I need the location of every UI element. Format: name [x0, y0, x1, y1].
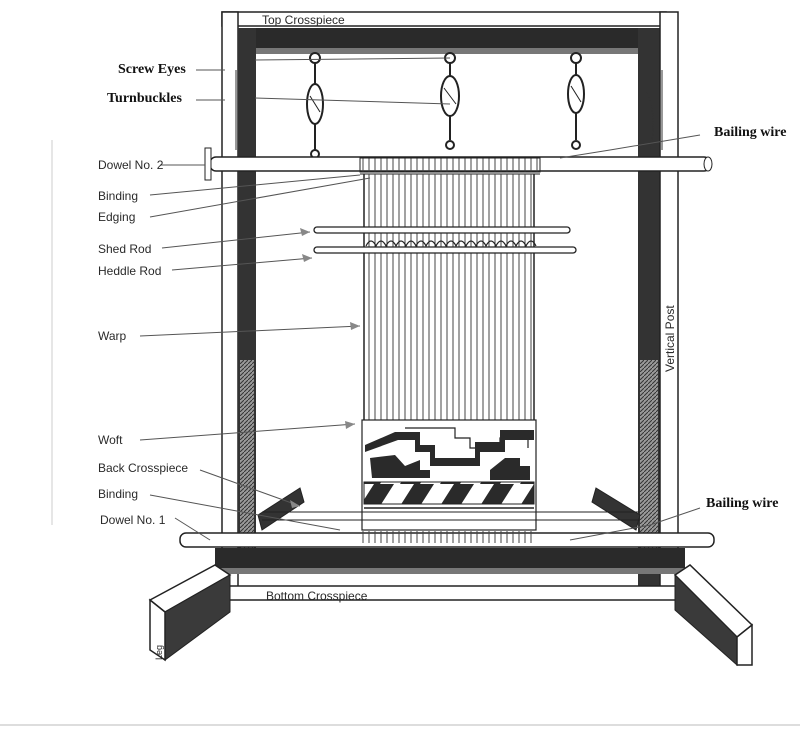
heddle-rod: [313, 246, 577, 254]
label-weft: Woft: [98, 433, 123, 447]
label-top-crosspiece: Top Crosspiece: [262, 13, 345, 27]
left-leg: [148, 564, 232, 662]
leader-arrowheads: [290, 228, 360, 508]
label-edging: Edging: [98, 210, 136, 224]
turnbuckle-chain-left: [306, 52, 324, 159]
label-leg: Leg: [154, 644, 164, 660]
label-bottom-crosspiece: Bottom Crosspiece: [266, 589, 368, 603]
top-binding: [359, 157, 541, 175]
woven-weft: [361, 419, 537, 531]
label-binding-bottom: Binding: [98, 487, 139, 501]
warp-threads: [364, 174, 534, 424]
label-bailing-wire-bottom: Bailing wire: [706, 496, 779, 511]
left-vertical-post: [221, 11, 256, 593]
top-crosspiece: [221, 11, 667, 54]
dowel-no-1: [179, 531, 715, 548]
heddle-loops: [365, 240, 537, 248]
label-bailing-wire-top: Bailing wire: [714, 125, 787, 140]
label-dowel-no-2: Dowel No. 2: [98, 158, 164, 172]
label-warp: Warp: [98, 329, 127, 343]
label-screw-eyes: Screw Eyes: [118, 62, 186, 77]
label-shed-rod: Shed Rod: [98, 242, 152, 256]
right-leg: [673, 564, 754, 667]
label-vertical-post: Vertical Post: [663, 305, 677, 372]
turnbuckle-chain-center: [440, 52, 460, 150]
shed-rod: [313, 226, 571, 234]
label-heddle-rod: Heddle Rod: [98, 264, 162, 278]
right-vertical-post: [638, 11, 679, 593]
label-dowel-no-1: Dowel No. 1: [100, 513, 166, 527]
bottom-beam: [215, 548, 685, 574]
turnbuckle-chain-right: [567, 52, 585, 150]
label-turnbuckles: Turnbuckles: [107, 91, 182, 106]
leader-lines: [139, 57, 701, 541]
label-back-crosspiece: Back Crosspiece: [98, 461, 189, 475]
back-crosspiece: [257, 487, 641, 531]
label-binding-top: Binding: [98, 189, 139, 203]
